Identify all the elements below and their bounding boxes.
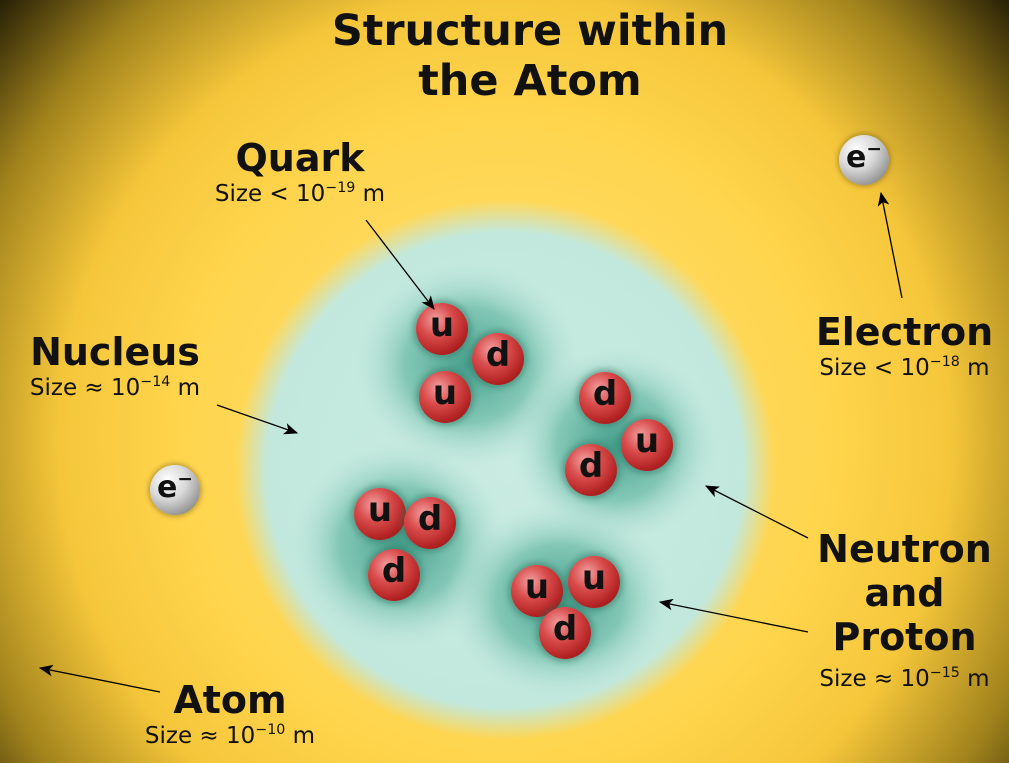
atom-size: Size ≈ 10−10 m <box>144 722 316 749</box>
atom-name: Atom <box>173 678 287 722</box>
nucleon-size: Size ≈ 10−15 m <box>819 665 990 692</box>
nucleus-label: Nucleus Size ≈ 10−14 m <box>10 330 220 405</box>
nucleon-arrow-upper <box>704 485 809 539</box>
electron-arrow <box>877 191 903 299</box>
diagram-title: Structure within the Atom <box>290 6 770 106</box>
nucleon-label: Neutron and Proton Size ≈ 10−15 m <box>800 527 1009 696</box>
quark-down: d <box>565 444 617 496</box>
quark-down: d <box>539 607 591 659</box>
quark-down: d <box>368 549 420 601</box>
atom-label: Atom Size ≈ 10−10 m <box>100 678 360 753</box>
title-line-2: the Atom <box>418 56 642 106</box>
nucleus-size: Size ≈ 10−14 m <box>29 374 201 401</box>
nucleon-name-line-2: and <box>864 571 945 615</box>
nucleon-name-line-3: Proton <box>832 615 977 659</box>
nucleon-arrow-lower <box>658 598 809 633</box>
nucleus-name: Nucleus <box>30 330 200 374</box>
atom-arrow <box>38 664 161 693</box>
electron-size: Size < 10−18 m <box>819 354 990 381</box>
quark-label: Quark Size < 10−19 m <box>180 136 420 211</box>
quark-up: u <box>511 565 563 617</box>
quark-down: d <box>404 497 456 549</box>
nucleus-arrow <box>216 404 299 435</box>
quark-up: u <box>354 488 406 540</box>
nucleon-name-line-1: Neutron <box>817 527 992 571</box>
quark-name: Quark <box>235 136 365 180</box>
quark-down: d <box>472 333 524 385</box>
electron-label: Electron Size < 10−18 m <box>800 310 1009 385</box>
nucleon-shade-2 <box>510 345 720 545</box>
electron-name: Electron <box>815 310 994 354</box>
quark-up: u <box>621 419 673 471</box>
title-line-1: Structure within <box>331 6 729 56</box>
electron-left: e− <box>150 465 200 515</box>
quark-arrow <box>365 219 435 310</box>
quark-size: Size < 10−19 m <box>214 180 386 207</box>
electron-top-right: e− <box>839 135 889 185</box>
quark-up: u <box>568 556 620 608</box>
quark-up: u <box>416 303 468 355</box>
quark-up: u <box>419 371 471 423</box>
quark-down: d <box>579 372 631 424</box>
